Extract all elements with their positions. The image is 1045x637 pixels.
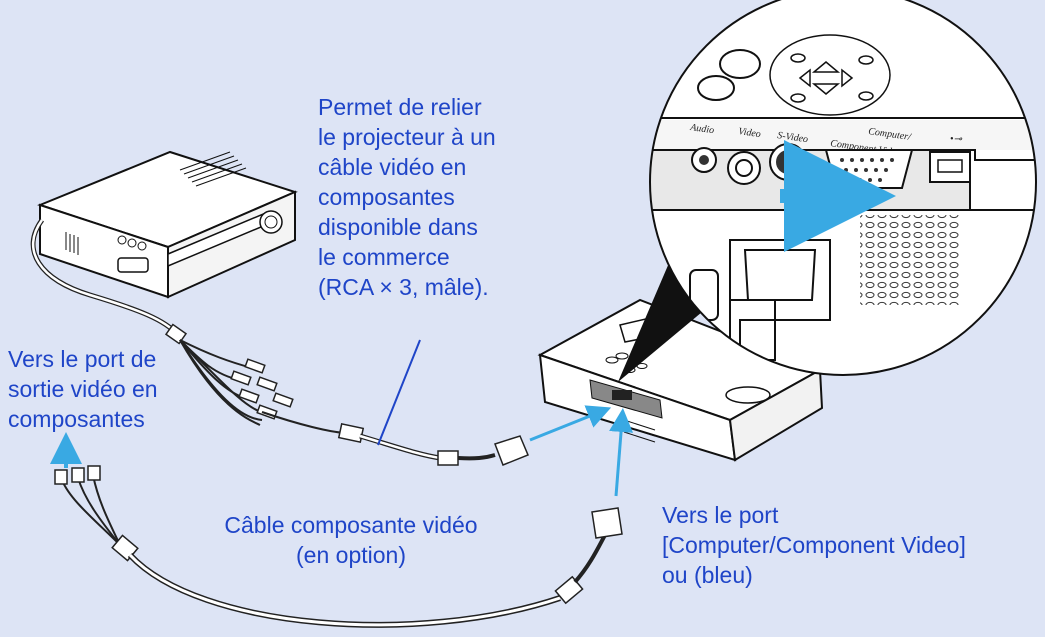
- usb-icon: •⊸: [950, 134, 963, 145]
- callout-permet: Permet de relier le projecteur à un câbl…: [318, 92, 496, 302]
- callout-line-text: le projecteur à un: [318, 124, 496, 150]
- callout-line-text: composantes: [318, 184, 455, 210]
- callout-line-text: ou (bleu): [662, 562, 753, 588]
- video-source-device: [37, 150, 298, 299]
- callout-output-port: Vers le port de sortie vidéo en composan…: [8, 344, 158, 434]
- callout-optional-cable: Câble composante vidéo (en option): [206, 510, 496, 570]
- callout-line-text: (en option): [296, 542, 406, 568]
- callout-line-text: [Computer/Component Video]: [662, 532, 966, 558]
- callout-line-text: sortie vidéo en: [8, 376, 158, 402]
- component-cable-option: [54, 465, 623, 628]
- panel-label-video: Video: [738, 126, 762, 140]
- arrow-to-port-lower: [609, 408, 634, 497]
- callout-line-text: le commerce: [318, 244, 450, 270]
- callout-line-text: (RCA × 3, mâle).: [318, 274, 489, 300]
- callout-line-text: câble vidéo en: [318, 154, 467, 180]
- arrow-to-port-upper: [529, 405, 612, 442]
- callout-line-text: Câble composante vidéo: [224, 512, 478, 538]
- callout-line: [377, 339, 421, 446]
- callout-input-port: Vers le port [Computer/Component Video] …: [662, 500, 966, 590]
- component-cable-top: [30, 218, 529, 466]
- callout-line-text: Permet de relier: [318, 94, 482, 120]
- callout-line-text: Vers le port: [662, 502, 779, 528]
- callout-line-text: composantes: [8, 406, 145, 432]
- projector: [537, 298, 824, 462]
- panel-label-audio: Audio: [689, 122, 715, 136]
- callout-line-text: Vers le port de: [8, 346, 157, 372]
- zoom-inset: Audio Video S-Video Computer/ Component …: [649, 0, 1037, 376]
- callout-line-text: disponible dans: [318, 214, 478, 240]
